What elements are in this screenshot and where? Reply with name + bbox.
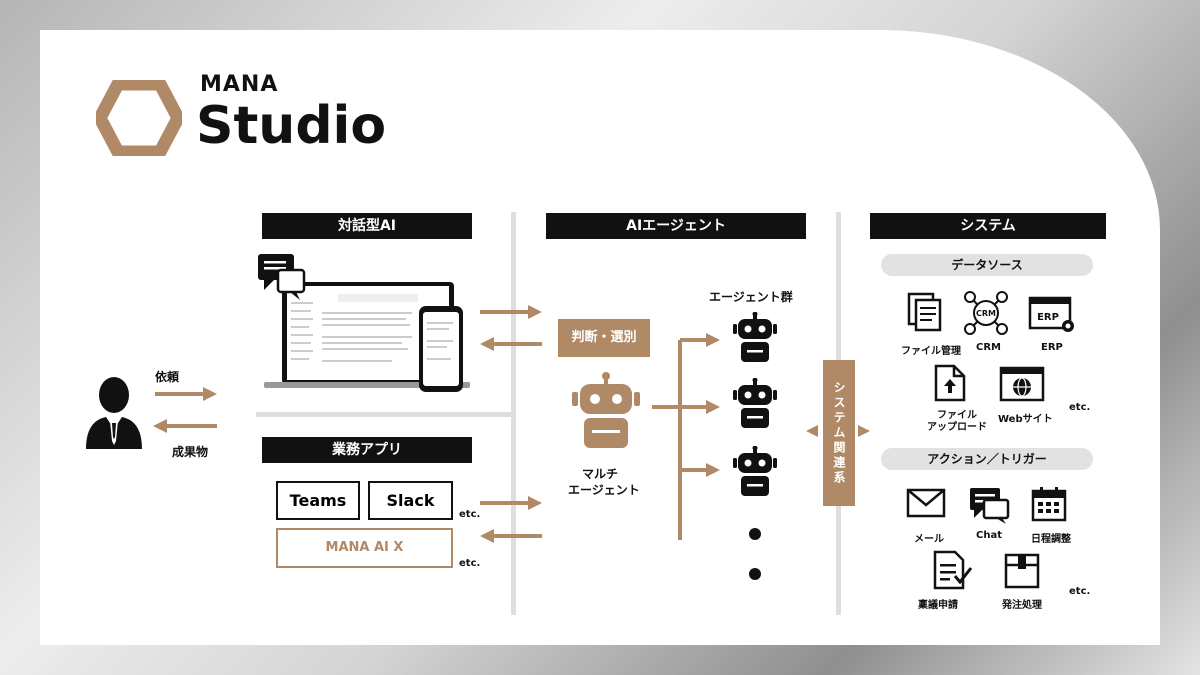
order-label: 発注処理 <box>1002 600 1042 611</box>
agent-robot-icon <box>733 446 777 496</box>
svg-text:CRM: CRM <box>976 309 996 318</box>
data-source-pill: データソース <box>881 254 1093 276</box>
request-label: 依頼 <box>155 370 180 384</box>
agent-robot-icon <box>733 378 777 428</box>
mail-label: メール <box>914 534 944 545</box>
teams-box: Teams <box>276 481 360 520</box>
crm-label: CRM <box>976 342 1001 353</box>
agent-group-label: エージェント群 <box>709 290 793 304</box>
ellipsis-dot <box>749 568 761 580</box>
svg-text:ERP: ERP <box>1037 312 1059 323</box>
multi-agent-robot-icon <box>572 372 640 448</box>
file-management-icon <box>907 292 942 332</box>
actions-pill: アクション／トリガー <box>881 448 1093 470</box>
agent-robot-icon <box>733 312 777 362</box>
apps-etc-2: etc. <box>459 558 481 569</box>
header-business-apps: 業務アプリ <box>262 437 472 463</box>
judge-select-box: 判断・選別 <box>558 319 650 357</box>
system-related-bar: システム関連系 <box>823 360 855 506</box>
multi-agent-label-1: マルチ <box>582 467 619 481</box>
ellipsis-dot <box>749 528 761 540</box>
erp-label: ERP <box>1041 342 1063 353</box>
header-ai-agent: AIエージェント <box>546 213 806 239</box>
mana-ai-x-box: MANA AI X <box>276 528 453 568</box>
multi-agent-label-2: エージェント <box>568 483 640 497</box>
chat-icon <box>970 488 1010 524</box>
actions-etc: etc. <box>1069 586 1091 597</box>
logo-studio: Studio <box>196 96 387 156</box>
divider-horizontal <box>256 412 514 417</box>
schedule-label: 日程調整 <box>1031 534 1071 545</box>
file-management-label: ファイル管理 <box>901 346 961 357</box>
order-box-icon <box>1004 553 1040 589</box>
user-icon <box>86 377 142 449</box>
file-upload-label-1: ファイル <box>937 410 977 421</box>
data-source-etc: etc. <box>1069 402 1091 413</box>
calendar-icon <box>1031 487 1067 522</box>
apps-etc-1: etc. <box>459 509 481 520</box>
website-globe-icon <box>999 366 1045 402</box>
crm-network-icon: CRM <box>964 291 1008 335</box>
logo-mana: MANA <box>200 72 279 97</box>
erp-window-gear-icon: ERP <box>1028 296 1074 332</box>
mail-icon <box>906 488 946 518</box>
header-chat-ai: 対話型AI <box>262 213 472 239</box>
slack-box: Slack <box>368 481 453 520</box>
header-system: システム <box>870 213 1106 239</box>
file-upload-icon <box>934 364 966 402</box>
approval-request-icon <box>933 550 973 590</box>
hexagon-logo-icon <box>96 80 182 156</box>
approval-label: 稟議申請 <box>918 600 958 611</box>
laptop-chat-screen-icon <box>258 254 470 392</box>
chat-label: Chat <box>976 530 1002 541</box>
file-upload-label-2: アップロード <box>927 422 987 433</box>
website-label: Webサイト <box>998 414 1053 425</box>
result-label: 成果物 <box>172 445 209 459</box>
